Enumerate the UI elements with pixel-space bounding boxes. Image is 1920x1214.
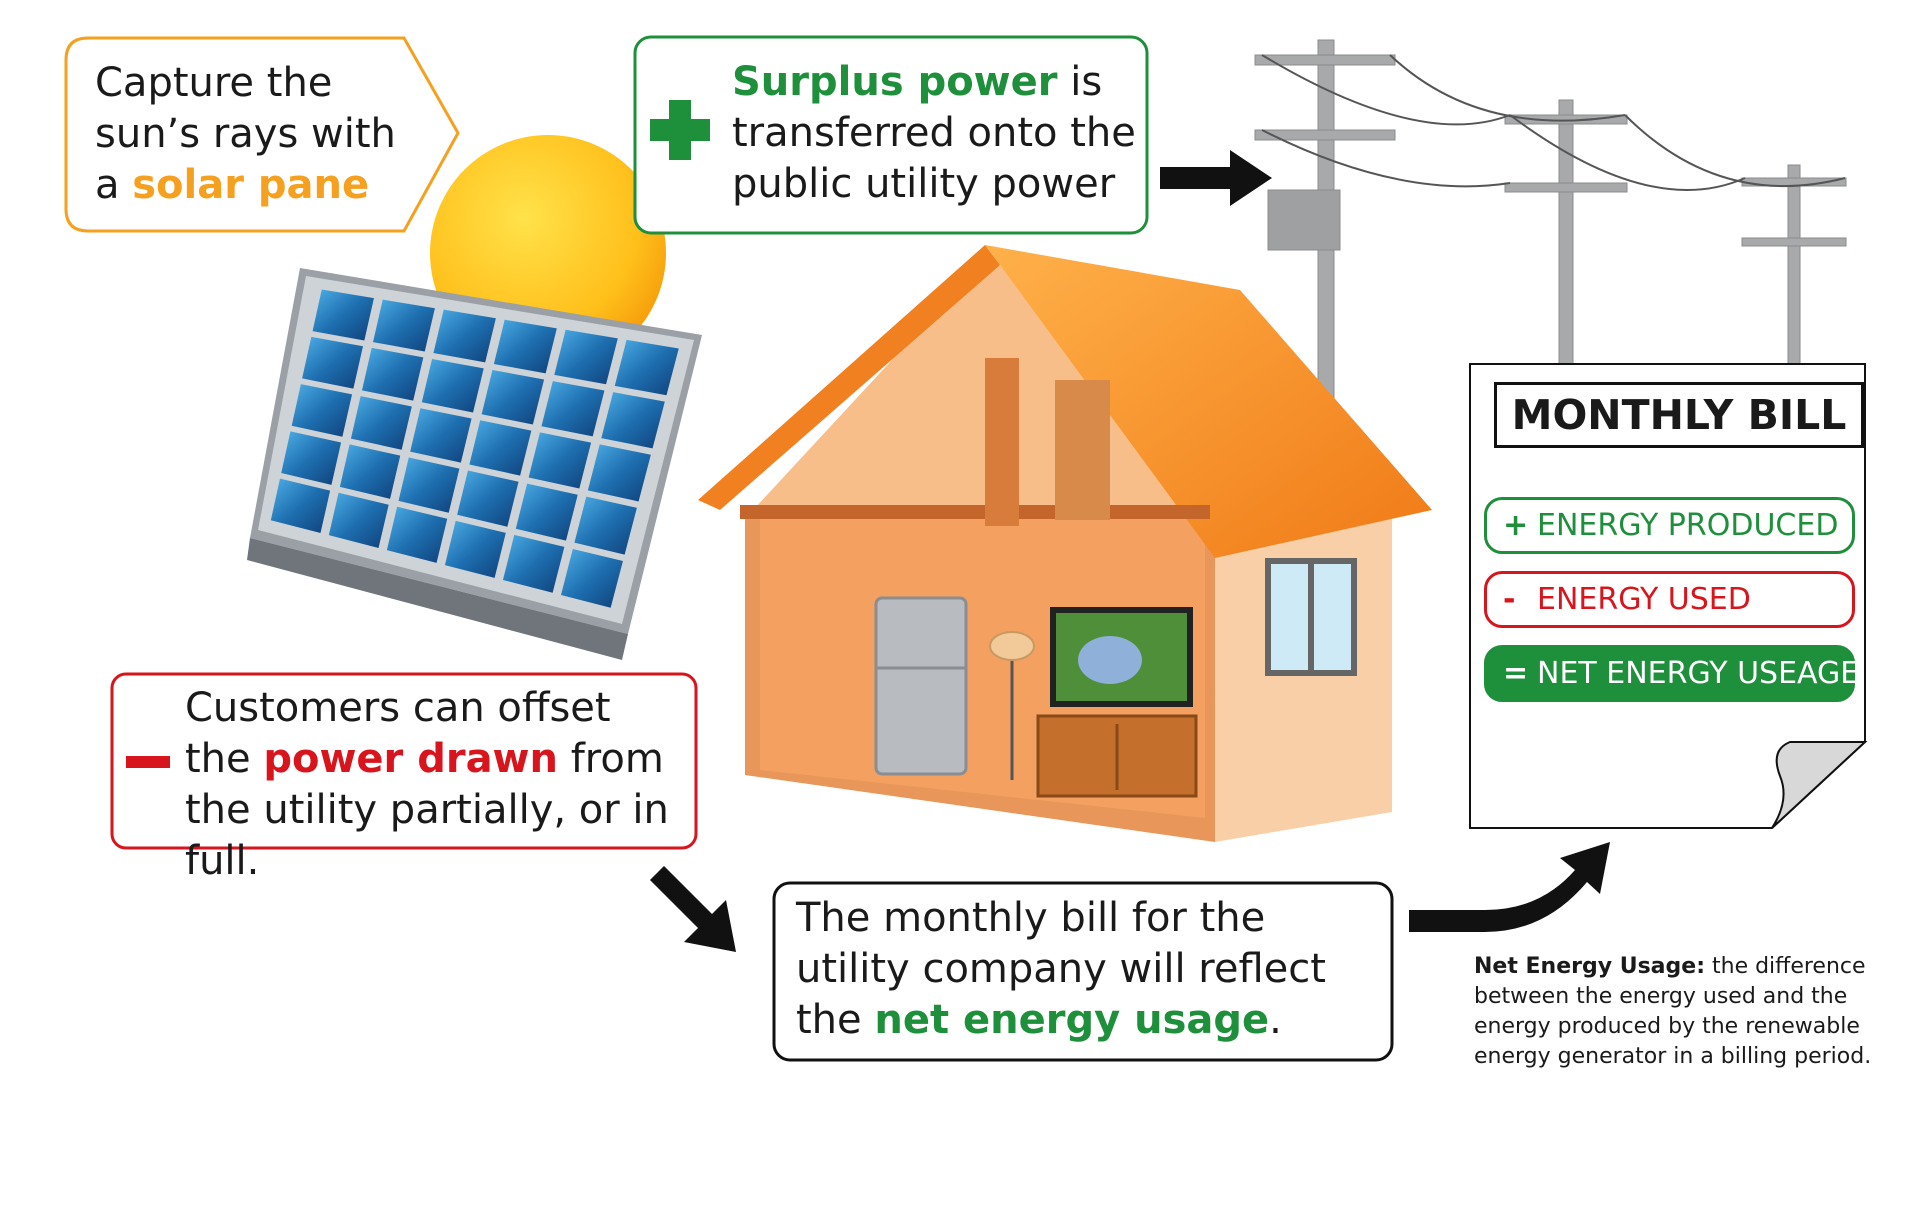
bill-callout-text-end: . (1269, 997, 1282, 1043)
bill-callout-highlight: net energy usage (874, 997, 1270, 1043)
footnote-definition: the difference between the energy used a… (1474, 954, 1872, 1069)
solar-cell (386, 506, 448, 563)
solar-cell (410, 408, 472, 463)
solar-cell (373, 299, 435, 352)
solar-callout: Capture the sun’s rays with a solar pane (95, 58, 425, 211)
surplus-callout-text: is transferred onto the public utility p… (732, 59, 1136, 207)
bill-row-symbol: + (1503, 508, 1529, 543)
solar-cell (312, 289, 374, 341)
solar-cell (270, 478, 331, 534)
solar-cell (469, 420, 532, 476)
solar-panel-icon (247, 268, 702, 660)
solar-cell (328, 492, 389, 548)
bill-row-net-energy: =NET ENERGY USEAGE (1484, 645, 1859, 702)
solar-cell (291, 384, 353, 437)
solar-cell (515, 483, 578, 541)
bill-row-symbol: = (1503, 656, 1529, 691)
solar-cell (528, 432, 592, 489)
bill-callout: The monthly bill for the utility company… (796, 893, 1381, 1046)
solar-cell (444, 520, 506, 578)
solar-cell (398, 457, 460, 513)
solar-cell (554, 329, 618, 385)
solar-cell (502, 534, 565, 593)
footnote-term: Net Energy Usage: (1474, 954, 1705, 979)
solar-cell (574, 496, 637, 555)
solar-cell (481, 370, 545, 425)
bill-row-energy-produced: +ENERGY PRODUCED (1484, 497, 1855, 554)
solar-cell (560, 548, 623, 608)
surplus-callout-highlight: Surplus power (732, 59, 1058, 105)
solar-cell (350, 396, 412, 450)
solar-cell (339, 444, 401, 499)
arrow-icon (650, 150, 1610, 952)
offset-callout-text-end: from the utility partially, or in full. (185, 736, 669, 884)
bill-callout-text: The monthly bill for the utility company… (796, 895, 1326, 1043)
surplus-callout: Surplus power is transferred onto the pu… (732, 57, 1142, 210)
solar-cell (433, 309, 496, 363)
offset-callout-highlight: power drawn (263, 736, 558, 782)
monthly-bill-title: MONTHLY BILL (1494, 382, 1864, 448)
bill-row-label: NET ENERGY USEAGE (1537, 656, 1860, 691)
solar-cell (457, 470, 519, 527)
bill-row-symbol: - (1503, 582, 1516, 617)
house-icon (698, 245, 1432, 842)
solar-cell (361, 347, 424, 401)
plus-icon (650, 100, 710, 160)
solar-cell (614, 339, 679, 396)
solar-cell (493, 319, 557, 374)
solar-callout-text: Capture the sun’s rays with a (95, 60, 396, 208)
net-energy-footnote: Net Energy Usage: the difference between… (1474, 952, 1894, 1072)
offset-callout-text: Customers can offset the (185, 685, 611, 782)
bill-row-energy-used: -ENERGY USED (1484, 571, 1855, 628)
solar-cell (601, 392, 665, 449)
solar-cell (541, 381, 605, 437)
solar-cell (281, 431, 342, 485)
solar-cell (587, 444, 651, 502)
utility-pole-icon (1254, 39, 1847, 411)
offset-callout: Customers can offset the power drawn fro… (185, 683, 685, 887)
minus-icon (126, 756, 170, 768)
solar-callout-highlight: solar pane (132, 162, 370, 208)
bill-row-label: ENERGY PRODUCED (1537, 508, 1839, 543)
bill-row-label: ENERGY USED (1537, 582, 1751, 617)
solar-cell (302, 336, 363, 389)
solar-cell (421, 358, 484, 413)
